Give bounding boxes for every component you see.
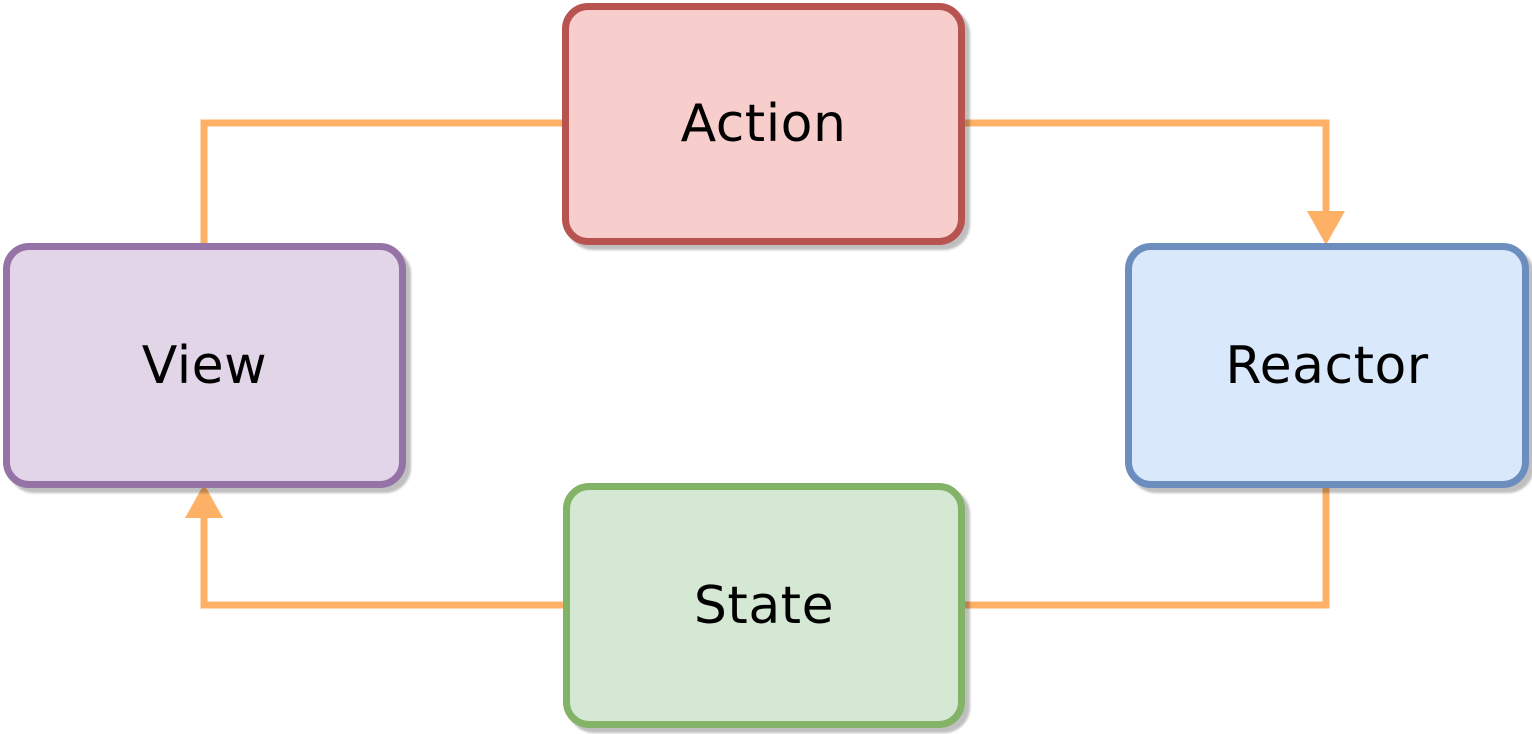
node-reactor: Reactor	[1125, 243, 1529, 488]
node-reactor-label: Reactor	[1225, 335, 1429, 396]
edge-action-to-reactor	[965, 119, 1330, 213]
edge-state-to-view	[200, 516, 563, 609]
node-action: Action	[562, 3, 965, 245]
arrowhead-action-to-reactor	[1307, 211, 1345, 245]
node-state-label: State	[693, 575, 835, 636]
node-state: State	[563, 483, 965, 728]
edge-view-to-action	[200, 119, 562, 243]
edge-reactor-to-state	[965, 488, 1330, 609]
arrowhead-state-to-view	[185, 484, 223, 518]
node-view-label: View	[141, 335, 268, 396]
node-view: View	[3, 243, 406, 488]
node-action-label: Action	[680, 94, 847, 154]
